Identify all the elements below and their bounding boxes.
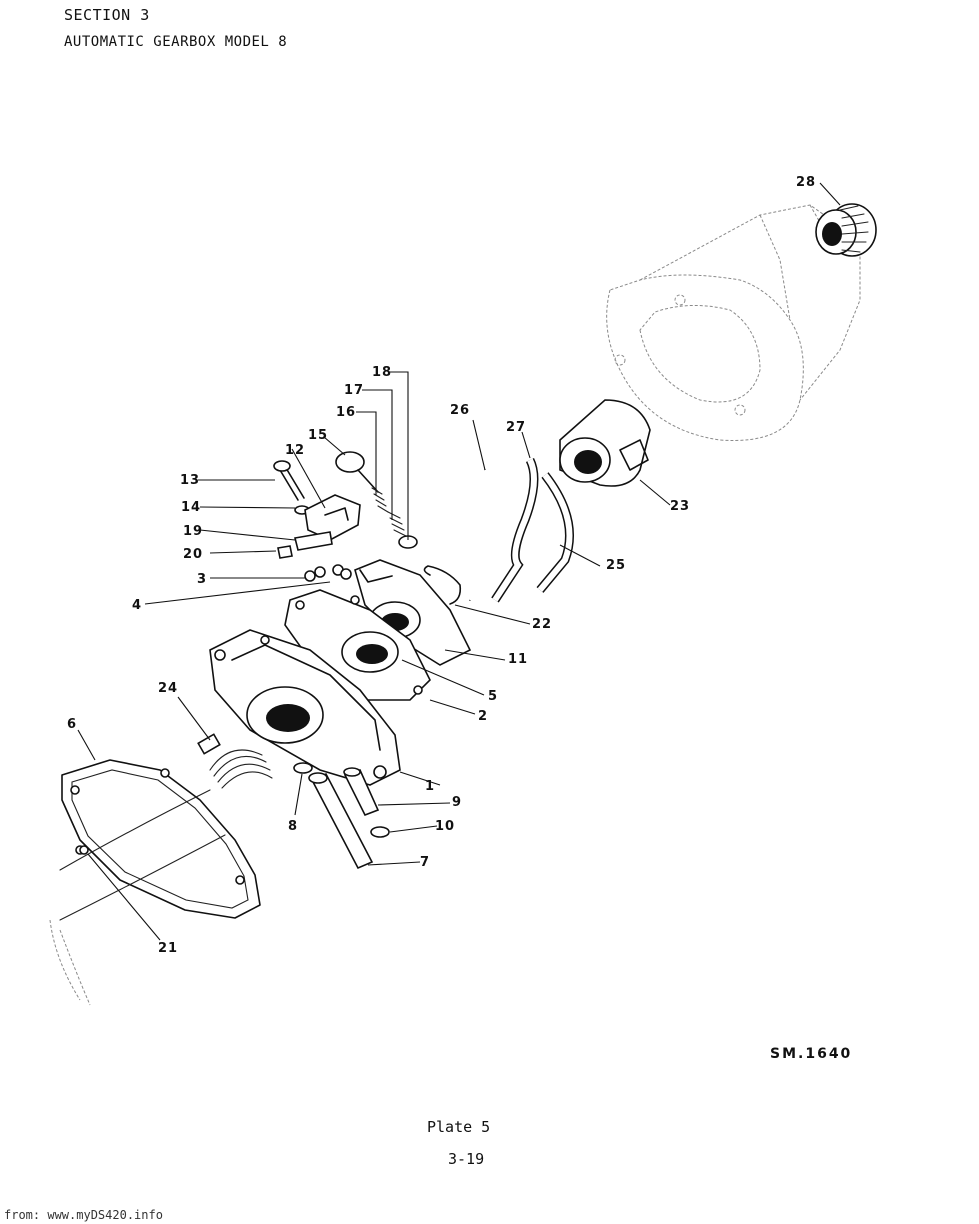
callout-10: 10 xyxy=(435,819,455,834)
section-heading: SECTION 3 xyxy=(64,6,150,24)
part-7-tube xyxy=(308,772,374,870)
callout-25: 25 xyxy=(606,558,626,573)
callout-21: 21 xyxy=(158,941,178,956)
part-17-spring xyxy=(387,511,407,537)
part-12-valve-body xyxy=(304,494,361,541)
drawing-code: SM.1640 xyxy=(770,1046,853,1062)
callout-23: 23 xyxy=(670,499,690,514)
callout-2: 2 xyxy=(478,709,488,724)
callout-24: 24 xyxy=(158,681,178,696)
callout-7: 7 xyxy=(420,855,430,870)
callout-17: 17 xyxy=(344,383,364,398)
callout-13: 13 xyxy=(180,473,200,488)
callout-19: 19 xyxy=(183,524,203,539)
callout-28: 28 xyxy=(796,175,816,190)
part-13-bolt xyxy=(273,460,305,501)
callout-5: 5 xyxy=(488,689,498,704)
callout-8: 8 xyxy=(288,819,298,834)
part-15-knob xyxy=(335,451,379,493)
part-1-housing xyxy=(209,629,401,786)
document-title: AUTOMATIC GEARBOX MODEL 8 xyxy=(64,34,288,50)
part-27-pipe xyxy=(491,457,539,603)
callout-1: 1 xyxy=(425,779,435,794)
leader-lines xyxy=(77,182,841,941)
callout-22: 22 xyxy=(532,617,552,632)
callout-11: 11 xyxy=(508,652,528,667)
callout-6: 6 xyxy=(67,717,77,732)
part-19-bracket xyxy=(294,531,333,551)
part-23-sleeve xyxy=(559,399,651,487)
callout-16: 16 xyxy=(336,405,356,420)
part-24-spring xyxy=(197,733,273,789)
part-25-pipe xyxy=(536,472,574,593)
source-footer: from: www.myDS420.info xyxy=(4,1208,163,1222)
part-6-gasket xyxy=(61,759,261,919)
callout-27: 27 xyxy=(506,420,526,435)
callout-4: 4 xyxy=(132,598,142,613)
callout-20: 20 xyxy=(183,547,203,562)
part-3-screws xyxy=(304,564,352,582)
part-16-spring xyxy=(371,487,389,513)
callout-9: 9 xyxy=(452,795,462,810)
callout-3: 3 xyxy=(197,572,207,587)
part-22-clip xyxy=(423,565,462,605)
callout-12: 12 xyxy=(285,443,305,458)
part-2-plate xyxy=(284,589,431,701)
part-28-plug xyxy=(815,203,877,257)
part-8-ring xyxy=(293,762,313,774)
plate-label: Plate 5 xyxy=(427,1118,491,1136)
page-number: 3-19 xyxy=(448,1150,485,1168)
callout-14: 14 xyxy=(181,500,201,515)
callout-18: 18 xyxy=(372,365,392,380)
gearbox-shaft xyxy=(49,789,226,1006)
part-9-tube xyxy=(343,767,380,817)
callout-26: 26 xyxy=(450,403,470,418)
part-20-screw xyxy=(277,545,293,559)
part-21-dowel xyxy=(79,845,89,855)
callout-15: 15 xyxy=(308,428,328,443)
part-26-pipe xyxy=(467,469,500,602)
part-10-ring xyxy=(370,826,390,838)
